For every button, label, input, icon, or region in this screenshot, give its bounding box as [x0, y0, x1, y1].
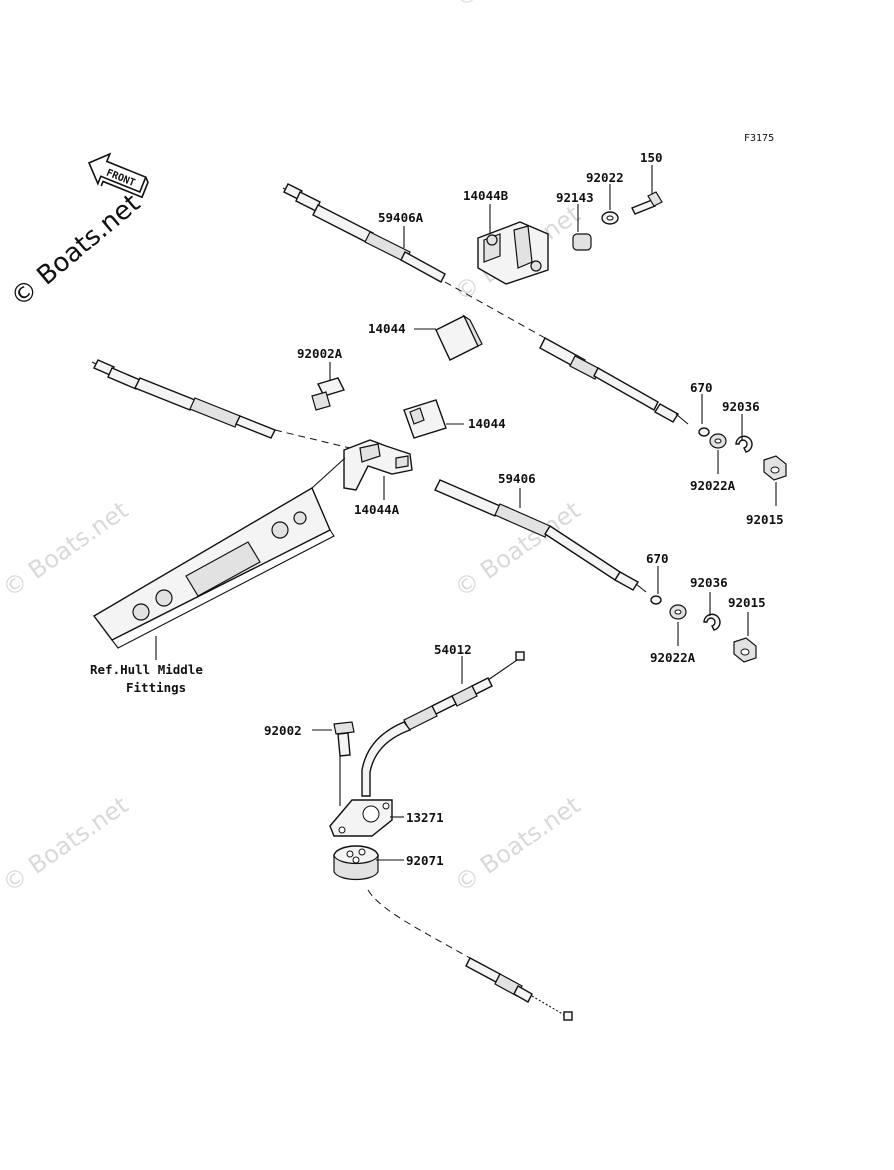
label-14044B: 14044B	[463, 188, 509, 203]
bracket-14044B	[477, 221, 549, 285]
cable-54012-lower	[367, 889, 573, 1021]
nut-92015-top	[763, 455, 787, 481]
label-92071: 92071	[406, 853, 444, 868]
cable-59406	[91, 359, 647, 593]
label-92022: 92022	[586, 170, 624, 185]
bolt-92002A	[311, 377, 345, 411]
clip-92036-bot	[703, 613, 721, 631]
watermark-main: © Boats.net	[5, 188, 146, 313]
label-92022A-top: 92022A	[690, 478, 736, 493]
figure-code: F3175	[744, 133, 774, 144]
label-14044A: 14044A	[354, 502, 400, 517]
watermarks: © Boats.net © Boats.net © Boats.net © Bo…	[0, 0, 585, 898]
grommet-92071	[333, 845, 379, 881]
washer-92022	[601, 211, 619, 225]
label-92036-top: 92036	[722, 399, 760, 414]
washer-92022A-bot	[669, 604, 687, 620]
nut-92015-bot	[733, 637, 757, 663]
label-14044-top: 14044	[368, 321, 406, 336]
label-670-bot: 670	[646, 551, 669, 566]
watermark-4: © Boats.net	[449, 791, 585, 898]
bolt-92002	[333, 721, 355, 757]
label-92015-bot: 92015	[728, 595, 766, 610]
label-92143: 92143	[556, 190, 594, 205]
watermark-3: © Boats.net	[0, 791, 133, 898]
label-92002A: 92002A	[297, 346, 343, 361]
part-labels: 150 92022 14044B 92143 59406A 14044 9200…	[90, 150, 784, 868]
washer-92022A-top	[709, 433, 727, 449]
clip-14044-top	[435, 314, 483, 361]
watermark-1: © Boats.net	[0, 496, 133, 603]
ref-label-line1: Ref.Hull Middle	[90, 662, 203, 677]
label-14044-mid: 14044	[468, 416, 506, 431]
cable-54012	[361, 651, 525, 797]
oring-670-bot	[650, 595, 662, 605]
spacer-92143	[572, 233, 592, 251]
label-13271: 13271	[406, 810, 444, 825]
label-59406A: 59406A	[378, 210, 424, 225]
front-arrow-icon: FRONT	[87, 152, 149, 199]
label-59406: 59406	[498, 471, 536, 486]
clip-92036-top	[735, 435, 753, 453]
watermark-6: © Boats.net	[449, 0, 585, 13]
oring-670-top	[698, 427, 710, 437]
hull-fitting-panel	[92, 457, 346, 649]
label-92002: 92002	[264, 723, 302, 738]
label-54012: 54012	[434, 642, 472, 657]
clip-14044-mid	[403, 399, 447, 439]
cable-59406A	[282, 183, 689, 425]
ref-label-line2: Fittings	[126, 680, 186, 695]
bracket-14044A	[343, 439, 413, 491]
label-92015-top: 92015	[746, 512, 784, 527]
label-92036-bot: 92036	[690, 575, 728, 590]
label-150: 150	[640, 150, 663, 165]
label-670-top: 670	[690, 380, 713, 395]
bolt-150	[631, 191, 663, 215]
leader-lines	[155, 165, 777, 861]
label-92022A-bot: 92022A	[650, 650, 696, 665]
plate-13271	[329, 799, 393, 837]
